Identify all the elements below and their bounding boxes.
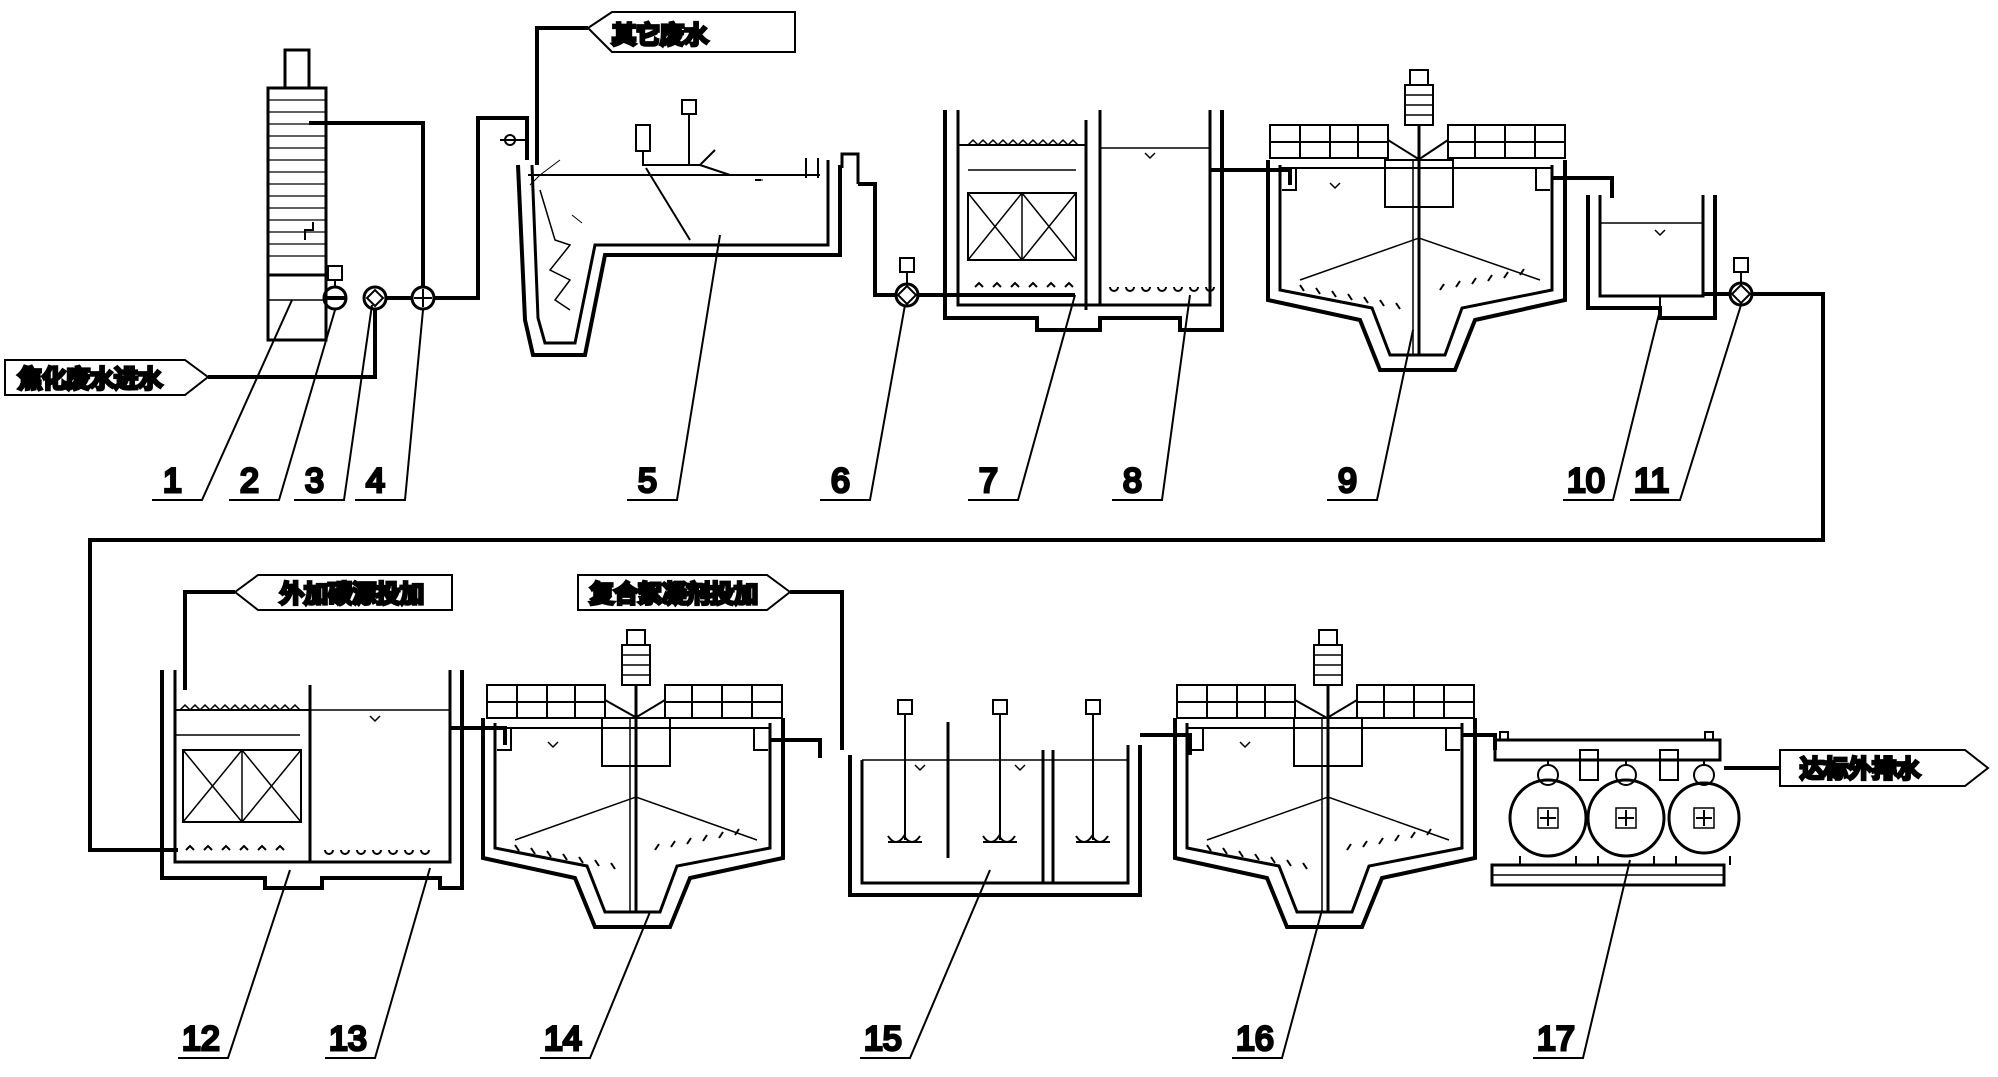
pump-3	[362, 285, 388, 311]
pipe-external-carbon	[183, 590, 235, 690]
equipment-15-mixing-tank	[848, 699, 1142, 897]
equipment-14-clarifier	[481, 629, 785, 929]
equipment-1-column	[266, 48, 328, 342]
flag-external-carbon	[233, 574, 453, 611]
pipe-10-to-12	[88, 292, 1825, 852]
label-other-wastewater: 其它废水	[612, 21, 709, 49]
equipment-5-tank	[500, 99, 860, 357]
pipes-1-to-5	[208, 116, 529, 379]
flag-other-wastewater	[586, 11, 796, 53]
pump-4	[410, 285, 436, 311]
number-11: 11	[1634, 462, 1669, 500]
equipment-16-clarifier	[1173, 629, 1477, 929]
number-9: 9	[1338, 462, 1357, 500]
number-13: 13	[329, 1020, 367, 1058]
equipment-7-8-tank	[943, 110, 1224, 332]
number-15: 15	[864, 1020, 902, 1058]
label-composite-flocculant: 复合絮凝剂投加	[589, 580, 758, 608]
pipe-13-to-14	[450, 726, 507, 745]
number-14: 14	[544, 1020, 582, 1058]
number-2: 2	[240, 462, 259, 500]
number-3: 3	[305, 462, 324, 500]
pipes-5-to-7	[858, 182, 1075, 297]
equipment-9-clarifier	[1266, 69, 1567, 372]
number-5: 5	[638, 462, 657, 500]
pipe-composite-flocculant	[790, 590, 844, 750]
number-12: 12	[182, 1020, 220, 1058]
pump-11	[1728, 257, 1754, 307]
pipe-16-to-17	[1462, 733, 1497, 750]
label-external-carbon: 外加碳源投加	[280, 580, 424, 608]
number-1: 1	[163, 462, 182, 500]
number-4: 4	[366, 462, 385, 500]
flag-composite-flocculant	[577, 574, 792, 611]
pipe-8-to-9	[1210, 168, 1292, 185]
pipe-14-to-15	[770, 738, 822, 758]
number-8: 8	[1123, 462, 1142, 500]
number-16: 16	[1236, 1020, 1274, 1058]
flag-coking-inlet	[4, 359, 210, 396]
pipe-other-wastewater	[535, 26, 588, 165]
equipment-17-filter-unit	[1490, 731, 1741, 887]
number-10: 10	[1567, 462, 1605, 500]
number-17: 17	[1537, 1020, 1575, 1058]
number-7: 7	[979, 462, 998, 500]
equipment-12-13-tank	[160, 670, 464, 890]
flag-discharge	[1779, 749, 1990, 787]
label-discharge: 达标外排水	[1800, 755, 1921, 783]
leader-lines	[152, 234, 1742, 1059]
pipe-9-to-10	[1552, 176, 1614, 198]
pump-6	[894, 257, 920, 308]
number-6: 6	[831, 462, 850, 500]
pipe-15-to-16	[1140, 733, 1192, 755]
equipment-10-tank	[1586, 195, 1717, 320]
label-coking-inlet: 焦化废水进水	[18, 365, 163, 393]
